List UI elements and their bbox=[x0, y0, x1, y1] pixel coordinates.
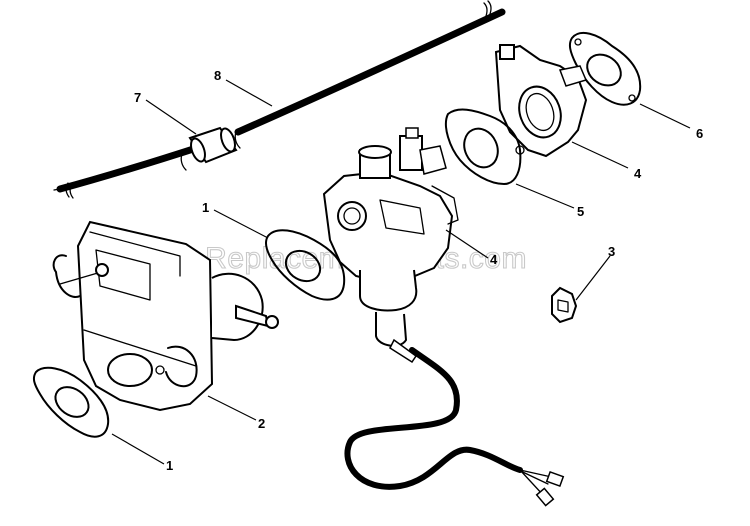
callout-6: 6 bbox=[696, 126, 703, 141]
leader-line-4-upper bbox=[571, 141, 629, 169]
callout-1-upper: 1 bbox=[202, 200, 209, 215]
carburetor-adapter bbox=[494, 44, 588, 158]
callout-1-lower: 1 bbox=[166, 458, 173, 473]
gasket-5 bbox=[444, 108, 522, 185]
gasket-1-lower bbox=[32, 366, 110, 438]
gasket-6 bbox=[568, 31, 642, 106]
callout-4-lower: 4 bbox=[490, 252, 498, 267]
solenoid-wire bbox=[344, 347, 565, 507]
leader-line-8 bbox=[225, 79, 273, 107]
leader-line-7 bbox=[145, 99, 197, 135]
air-cleaner-base bbox=[52, 220, 279, 412]
leader-line-5 bbox=[515, 183, 575, 209]
callout-7: 7 bbox=[134, 90, 141, 105]
leader-line-1-upper bbox=[213, 209, 269, 239]
callout-4-upper: 4 bbox=[634, 166, 642, 181]
leader-line-1-lower bbox=[111, 433, 165, 465]
clip-3 bbox=[551, 286, 578, 324]
leader-line-2 bbox=[207, 395, 257, 421]
leader-line-3 bbox=[575, 255, 611, 301]
callout-8: 8 bbox=[214, 68, 221, 83]
leader-line-6 bbox=[639, 103, 691, 129]
callout-5: 5 bbox=[577, 204, 584, 219]
callout-2: 2 bbox=[258, 416, 265, 431]
fuel-filter bbox=[188, 126, 238, 164]
carburetor bbox=[322, 127, 459, 364]
gasket-1-upper bbox=[264, 229, 346, 301]
leader-line-4-lower bbox=[445, 229, 489, 259]
callout-3: 3 bbox=[608, 244, 615, 259]
